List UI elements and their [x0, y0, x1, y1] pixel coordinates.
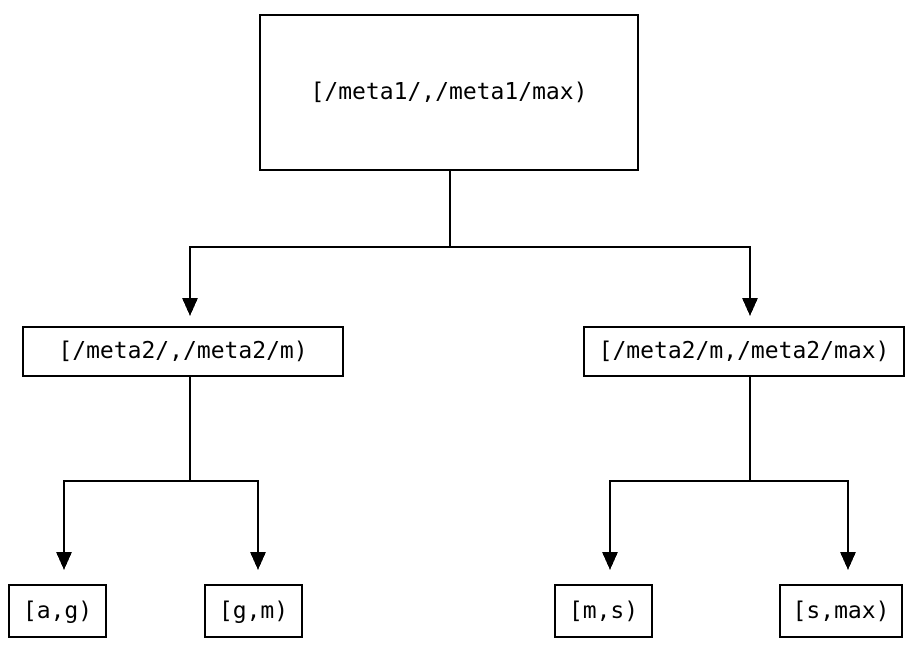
node-left-child: [/meta2/,/meta2/m)	[22, 326, 344, 377]
node-leaf-gm: [g,m)	[204, 584, 303, 638]
node-left-child-label: [/meta2/,/meta2/m)	[58, 338, 308, 364]
edge-left-branch	[63, 480, 259, 553]
arrowhead-left-child-icon	[182, 298, 198, 316]
node-leaf-smax-label: [s,max)	[792, 597, 890, 624]
node-root: [/meta1/,/meta1/max)	[259, 14, 639, 171]
node-leaf-ag-label: [a,g)	[22, 597, 93, 624]
edge-root-branch	[189, 246, 751, 299]
arrowhead-right-child-icon	[742, 298, 758, 316]
node-leaf-ms: [m,s)	[554, 584, 653, 638]
node-leaf-smax: [s,max)	[779, 584, 903, 638]
arrowhead-leaf-gm-icon	[250, 552, 266, 570]
edge-right-branch	[609, 480, 849, 553]
node-leaf-gm-label: [g,m)	[218, 597, 289, 624]
arrowhead-leaf-ag-icon	[56, 552, 72, 570]
arrowhead-leaf-ms-icon	[602, 552, 618, 570]
node-right-child-label: [/meta2/m,/meta2/max)	[598, 338, 890, 364]
node-root-label: [/meta1/,/meta1/max)	[310, 79, 588, 105]
arrowhead-leaf-smax-icon	[840, 552, 856, 570]
node-right-child: [/meta2/m,/meta2/max)	[583, 326, 905, 377]
node-leaf-ms-label: [m,s)	[568, 597, 639, 624]
node-leaf-ag: [a,g)	[8, 584, 107, 638]
